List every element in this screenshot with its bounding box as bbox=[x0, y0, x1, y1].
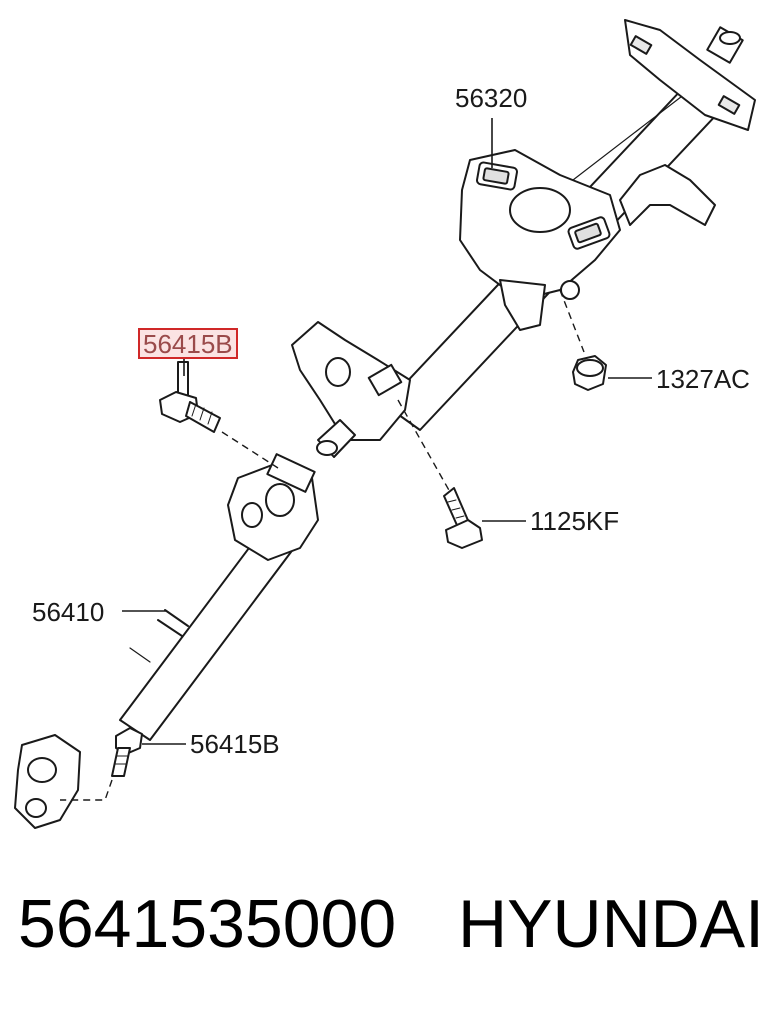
callout-1125kf: 1125KF bbox=[530, 506, 620, 536]
bolt-56415b-top bbox=[159, 361, 221, 433]
steering-column-upper bbox=[384, 19, 756, 431]
callout-56415b-highlighted[interactable]: 56415B bbox=[138, 328, 238, 359]
dashed-line-top-bolt bbox=[221, 431, 279, 469]
brand-name: HYUNDAI bbox=[458, 886, 765, 962]
leader-lines bbox=[122, 118, 652, 745]
column-lower-bracket bbox=[291, 321, 411, 458]
footer: 5641535000 HYUNDAI bbox=[0, 890, 779, 980]
callout-56415b-bottom: 56415B bbox=[190, 729, 280, 759]
assembly-lines bbox=[60, 289, 585, 801]
bolt-56415b-bottom bbox=[111, 727, 143, 777]
dashed-line-1125kf bbox=[397, 399, 451, 493]
steering-column-diagram bbox=[14, 19, 756, 829]
nut-1327ac bbox=[572, 355, 607, 391]
callout-1327ac: 1327AC bbox=[656, 364, 750, 394]
part-number: 5641535000 bbox=[18, 886, 397, 962]
dashed-line-bottom-bolt bbox=[60, 779, 113, 801]
callout-56320: 56320 bbox=[455, 83, 528, 113]
intermediate-shaft-56410 bbox=[14, 453, 319, 829]
callout-56410: 56410 bbox=[32, 597, 105, 627]
bolt-1125kf bbox=[443, 487, 483, 549]
